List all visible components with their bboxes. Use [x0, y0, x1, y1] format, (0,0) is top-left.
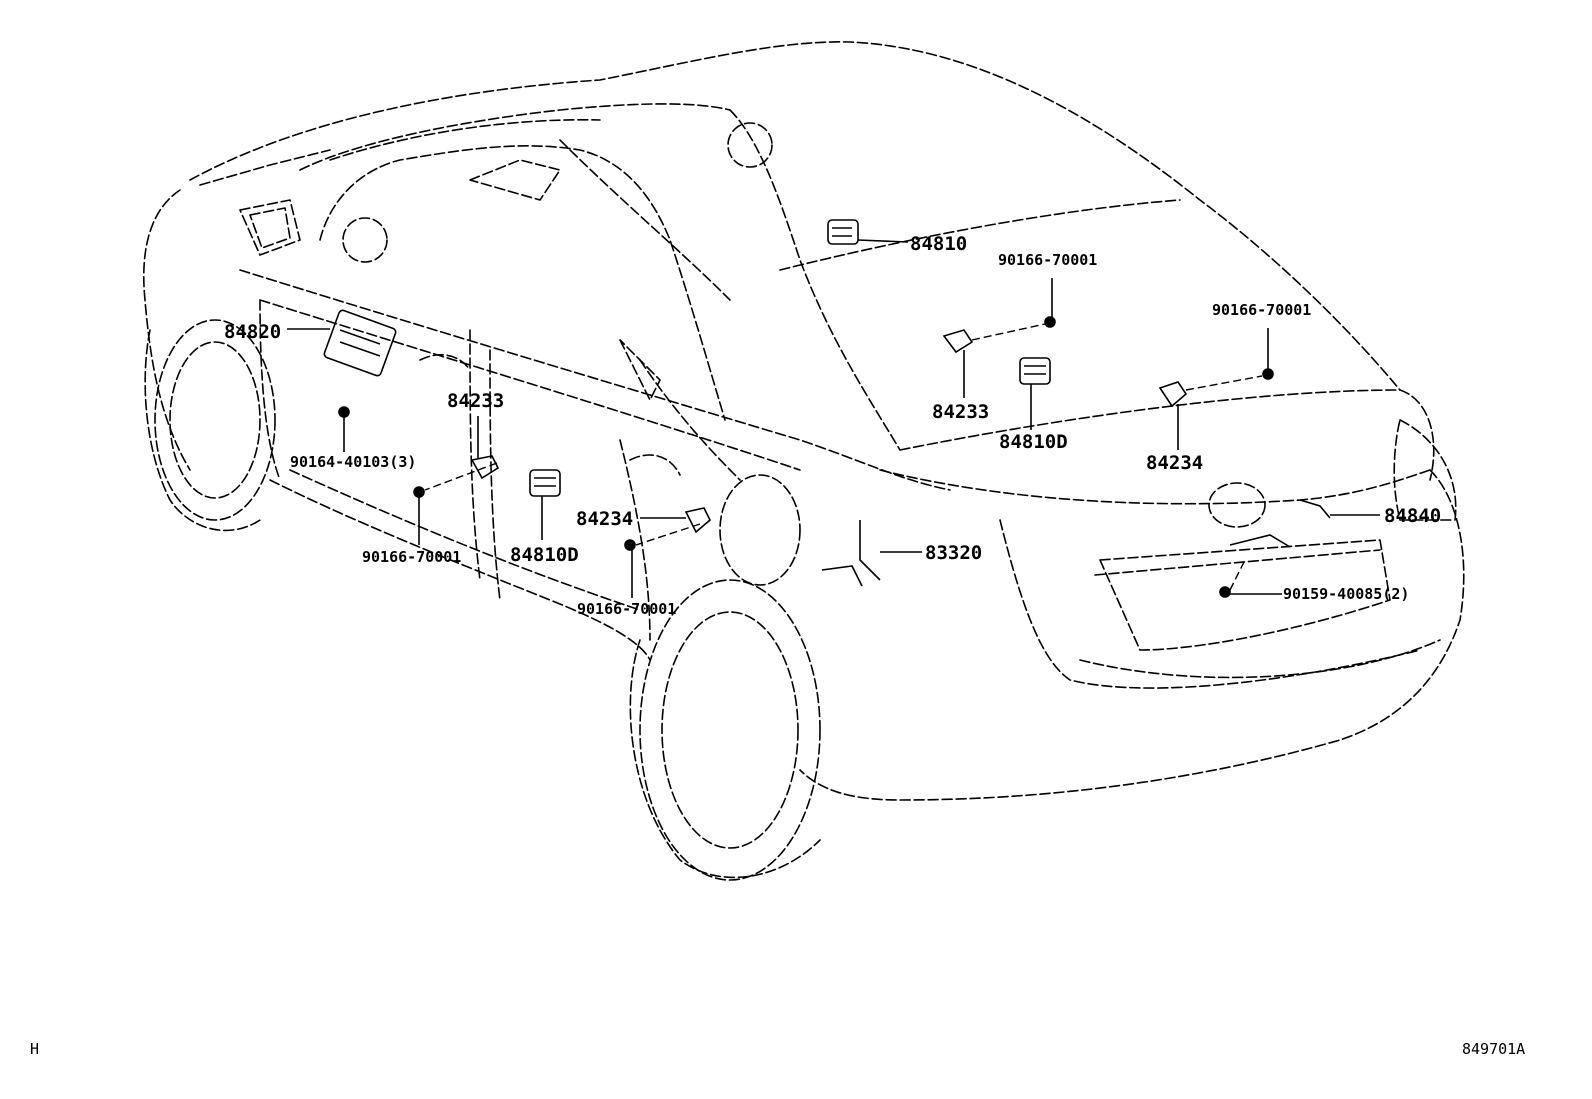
- label-84840: 84840: [1384, 505, 1441, 527]
- leader-84810: [857, 239, 909, 243]
- label-90166-70001-left: 90166-70001: [362, 548, 461, 566]
- courtesy-84234-right-glyph: [1158, 381, 1188, 408]
- label-90166-70001-top: 90166-70001: [998, 251, 1097, 269]
- switch-84810-glyph: [827, 219, 859, 245]
- label-90166-70001-bottom: 90166-70001: [577, 600, 676, 618]
- switch-84810D-right-glyph: [1019, 357, 1051, 385]
- courtesy-84233-left-glyph: [470, 455, 500, 480]
- switch-84820-glyph: [323, 309, 397, 377]
- label-84234-left: 84234: [576, 508, 633, 530]
- label-83320: 83320: [925, 542, 982, 564]
- label-84234-right: 84234: [1146, 452, 1203, 474]
- label-84810D-right: 84810D: [999, 431, 1068, 453]
- label-84233-left: 84233: [447, 390, 504, 412]
- figure-code: 849701A: [1462, 1040, 1526, 1058]
- label-90164-40103: 90164-40103(3): [290, 453, 416, 471]
- courtesy-84234-left-glyph: [684, 507, 711, 534]
- opener-84840-glyph: [1229, 499, 1331, 548]
- sensor-83320-glyph: [821, 520, 881, 587]
- label-84820: 84820: [224, 321, 281, 343]
- label-84810: 84810: [910, 233, 967, 255]
- label-90159-40085: 90159-40085(2): [1283, 585, 1409, 603]
- switch-84810D-left-glyph: [529, 469, 561, 497]
- corner-mark: H: [30, 1040, 40, 1058]
- label-90166-70001-topright: 90166-70001: [1212, 301, 1311, 319]
- label-84233-right: 84233: [932, 401, 989, 423]
- courtesy-84233-right-glyph: [942, 329, 974, 354]
- screw-glyphs: [338, 316, 1274, 598]
- label-84810D-left: 84810D: [510, 544, 579, 566]
